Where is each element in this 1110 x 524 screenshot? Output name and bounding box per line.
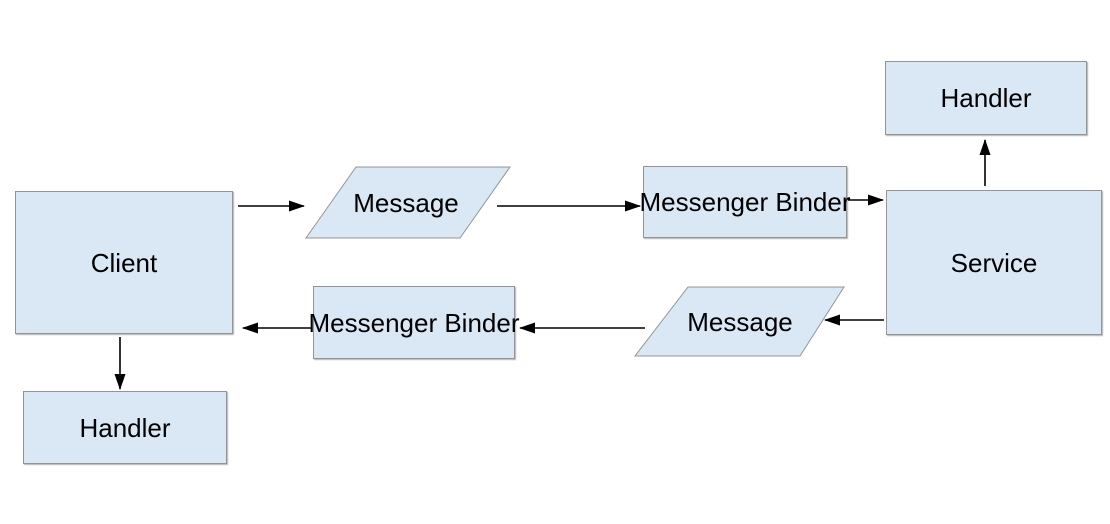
node-service-handler: Handler bbox=[885, 61, 1087, 135]
node-response-binder-label: Messenger Binder bbox=[308, 307, 520, 338]
node-response-message-shape bbox=[633, 286, 845, 357]
node-request-message-shape bbox=[305, 166, 511, 239]
node-request-message-label: Message bbox=[353, 188, 459, 218]
node-client-handler-label: Handler bbox=[79, 412, 171, 443]
node-client: Client bbox=[15, 191, 233, 334]
node-request-binder-label: Messenger Binder bbox=[639, 187, 851, 217]
node-response-binder: Messenger Binder bbox=[309, 286, 520, 359]
node-response-message-label: Message bbox=[687, 307, 793, 337]
node-service: Service bbox=[886, 190, 1102, 335]
node-client-handler: Handler bbox=[23, 391, 227, 464]
node-service-handler-label: Handler bbox=[940, 83, 1032, 113]
node-service-label: Service bbox=[950, 247, 1038, 278]
node-client-label: Client bbox=[90, 247, 158, 278]
node-request-binder: Messenger Binder bbox=[640, 166, 851, 238]
